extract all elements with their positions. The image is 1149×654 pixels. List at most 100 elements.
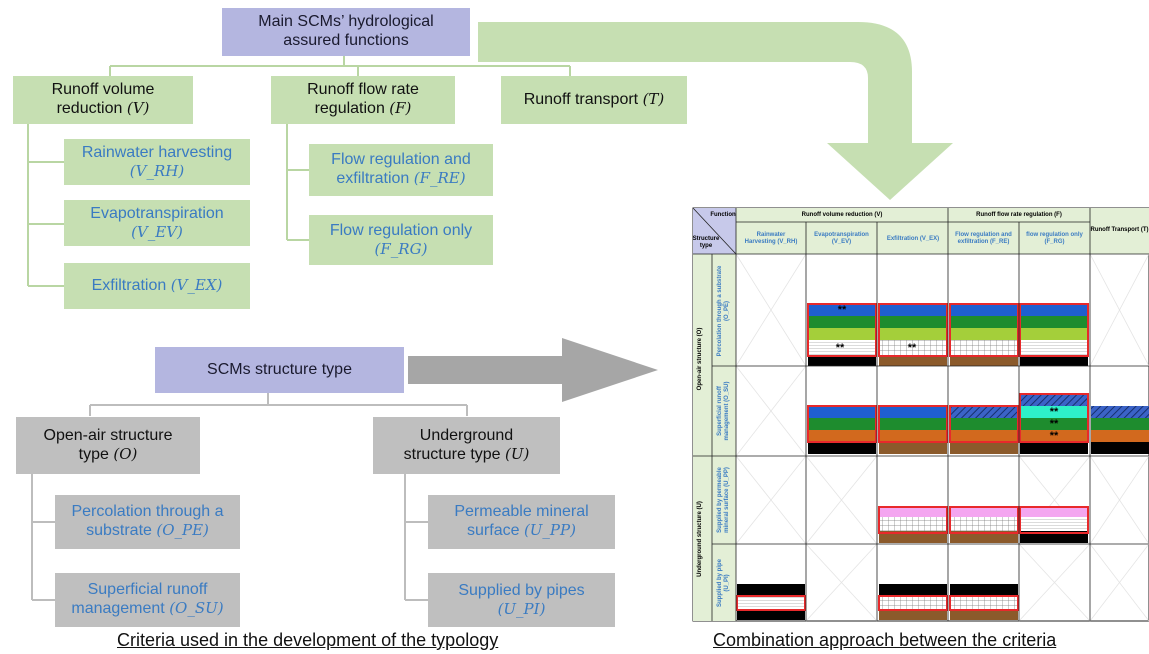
exfil-symbol: (V_EX)	[170, 275, 223, 294]
cell-su-rg	[1019, 393, 1089, 454]
functions-root-line2: assured functions	[283, 32, 409, 49]
underground-line2: structure type	[403, 445, 501, 463]
cell-pp-rg	[1019, 506, 1089, 543]
caption-right: Combination approach between the criteri…	[713, 630, 1057, 650]
matrix-row-su: Superficial runoff management (O_SU)	[717, 381, 730, 441]
flow-exfil-line1: Flow regulation and	[331, 151, 471, 169]
cell-su-t	[1091, 406, 1149, 454]
matrix-header-band	[736, 208, 1149, 254]
marker-su-rg-1: **	[1049, 405, 1059, 418]
runoff-flow-symbol: (F)	[389, 99, 412, 117]
pipes-symbol: (U_PI)	[497, 599, 546, 618]
matrix-col-re: Flow regulation and exfiltration (F_RE)	[955, 232, 1012, 245]
runoff-volume-line1: Runoff volume	[51, 81, 155, 99]
flow-exfil-symbol: (F_RE)	[413, 169, 466, 187]
caption-left: Criteria used in the development of the …	[117, 630, 499, 650]
permeable-line1: Permeable mineral	[454, 503, 589, 521]
open-air-symbol: (O)	[113, 444, 138, 463]
exfil-label: Exfiltration	[91, 276, 167, 294]
cell-pe-ev	[807, 303, 877, 366]
cell-pi-re	[949, 584, 1019, 620]
runoff-flow-box: Runoff flow rate regulation (F)	[271, 76, 455, 124]
structure-root-box: SCMs structure type	[155, 347, 404, 393]
matrix-row-pi: Supplied by pipe (U_PI)	[717, 559, 730, 608]
runoff-transport-box: Runoff transport (T)	[501, 76, 687, 124]
matrix-row-under: Underground structure (U)	[697, 501, 703, 577]
percolation-box: Percolation through a substrate (O_PE)	[55, 495, 240, 549]
matrix-group-transport: Runoff Transport (T)	[1090, 226, 1149, 233]
flow-only-box: Flow regulation only (F_RG)	[309, 215, 493, 265]
flow-only-label: Flow regulation only	[329, 221, 473, 239]
cell-pe-ex	[878, 303, 948, 366]
runoff-volume-symbol: (V)	[126, 99, 150, 117]
matrix-row-pp: Supplied by permeable mineral surface (U…	[717, 467, 730, 533]
rainwater-box: Rainwater harvesting (V_RH)	[64, 139, 250, 185]
underground-symbol: (U)	[505, 444, 530, 463]
flow-only-symbol: (F_RG)	[374, 239, 428, 258]
rainwater-symbol: (V_RH)	[129, 161, 185, 180]
underground-box: Underground structure type (U)	[373, 417, 560, 474]
functions-root-box: Main SCMs’ hydrological assured function…	[222, 8, 470, 56]
green-arrow	[478, 22, 953, 200]
matrix-group-volume: Runoff volume reduction (V)	[801, 211, 883, 218]
runoff-flow-line2: regulation	[314, 100, 385, 117]
matrix-col-ex: Exfiltration (V_EX)	[886, 235, 940, 242]
permeable-box: Permeable mineral surface (U_PP)	[428, 495, 615, 549]
superficial-box: Superficial runoff management (O_SU)	[55, 573, 240, 627]
grey-arrow	[408, 338, 658, 402]
functions-root-line1: Main SCMs’ hydrological	[258, 13, 434, 31]
percolation-line1: Percolation through a	[71, 503, 224, 521]
pipes-box: Supplied by pipes (U_PI)	[428, 573, 615, 627]
runoff-transport-symbol: (T)	[642, 89, 665, 108]
runoff-volume-box: Runoff volume reduction (V)	[13, 76, 193, 124]
exfil-box: Exfiltration (V_EX)	[64, 263, 250, 309]
flow-exfil-line2: exfiltration	[336, 170, 410, 187]
marker-su-rg-3: **	[1049, 429, 1059, 442]
cell-su-ev	[807, 405, 877, 454]
runoff-flow-line1: Runoff flow rate	[307, 81, 419, 99]
tree-connectors	[27, 56, 571, 601]
cell-su-ex	[878, 405, 948, 454]
evapo-symbol: (V_EV)	[131, 222, 183, 241]
cell-pp-re	[949, 506, 1019, 543]
matrix-col-ev: Evapotranspiration (V_EV)	[814, 232, 869, 245]
flow-exfil-box: Flow regulation and exfiltration (F_RE)	[309, 144, 493, 196]
cell-su-re	[949, 405, 1019, 454]
marker-pe-ex-bottom: **	[907, 341, 917, 354]
marker-su-rg-2: **	[1049, 417, 1059, 430]
superficial-line1: Superficial runoff	[87, 581, 208, 599]
open-air-line2: type	[78, 445, 109, 463]
evapo-label: Evapotranspiration	[90, 204, 224, 222]
matrix-corner-structure: Structure type	[692, 236, 720, 249]
open-air-box: Open-air structure type (O)	[16, 417, 200, 474]
structure-root-label: SCMs structure type	[207, 360, 352, 378]
open-air-line1: Open-air structure	[43, 426, 173, 444]
cell-pe-rg	[1019, 303, 1089, 366]
cell-pi-ex	[878, 584, 948, 620]
matrix-row-pe: Percolation through a substrate (O_PE)	[717, 265, 730, 357]
matrix-col-rh: Rainwater Harvesting (V_RH)	[744, 232, 798, 245]
pipes-label: Supplied by pipes	[458, 581, 585, 599]
permeable-symbol: (U_PP)	[523, 521, 576, 539]
underground-line1: Underground	[419, 426, 514, 444]
marker-pe-ev-bottom: **	[835, 341, 845, 354]
cell-pe-re	[949, 303, 1019, 366]
matrix-col-rg: flow regulation only (F_RG)	[1026, 232, 1083, 245]
percolation-line2: substrate	[86, 522, 152, 539]
superficial-line2: management	[71, 600, 165, 617]
matrix-rowhead-band	[693, 254, 736, 621]
superficial-symbol: (O_SU)	[169, 599, 224, 617]
matrix-group-flow: Runoff flow rate regulation (F)	[976, 211, 1062, 218]
marker-pe-ev-top: **	[837, 303, 847, 316]
rainwater-label: Rainwater harvesting	[81, 143, 233, 161]
runoff-volume-line2: reduction	[56, 100, 123, 117]
evapo-box: Evapotranspiration (V_EV)	[64, 200, 250, 246]
matrix-row-open: Open-air structure (O)	[697, 327, 703, 391]
runoff-transport-label: Runoff transport	[523, 90, 639, 108]
matrix-corner-function: Function	[710, 211, 736, 218]
cell-pp-ex	[878, 506, 948, 543]
cell-pi-rh	[736, 584, 806, 620]
permeable-line2: surface	[467, 522, 520, 539]
